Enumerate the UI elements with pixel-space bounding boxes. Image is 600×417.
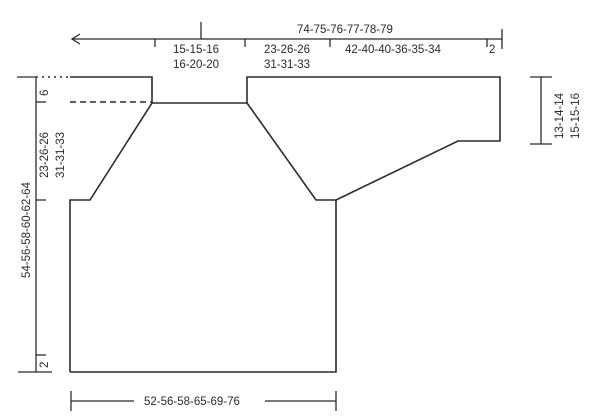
raglan-width-label-2: 31-31-33 [264, 59, 310, 71]
armhole-depth-label-2: 31-31-33 [55, 132, 67, 178]
hem-edge-label: 2 [39, 362, 51, 368]
left-dimension-line [18, 77, 52, 373]
top-total-width-label: 74-75-76-77-78-79 [297, 24, 393, 36]
raglan-right [246, 102, 336, 201]
body-width-label: 52-56-58-65-69-76 [144, 396, 240, 408]
sleeve-length-label: 42-40-40-36-35-34 [345, 44, 442, 56]
armhole-depth-label-1: 23-26-26 [39, 132, 51, 178]
body-width-dimension [70, 391, 337, 411]
top-dimension-line [70, 22, 503, 49]
cuff-edge-label: 2 [489, 44, 495, 56]
sleeve-width-label-1: 13-14-14 [554, 92, 566, 139]
neck-width-label-1: 15-15-16 [173, 44, 219, 56]
neck-width-label-2: 16-20-20 [173, 59, 219, 71]
sleeve-width-label-2: 15-15-16 [570, 93, 582, 139]
neck-depth-label: 6 [39, 90, 51, 96]
garment-outline [69, 76, 153, 372]
raglan-width-label-1: 23-26-26 [264, 44, 310, 56]
total-length-label: 54-56-58-60-62-64 [21, 181, 33, 278]
garment-outline-right [70, 76, 501, 373]
sleeve-width-dimension [530, 76, 552, 145]
arrow-left-icon [70, 33, 81, 45]
